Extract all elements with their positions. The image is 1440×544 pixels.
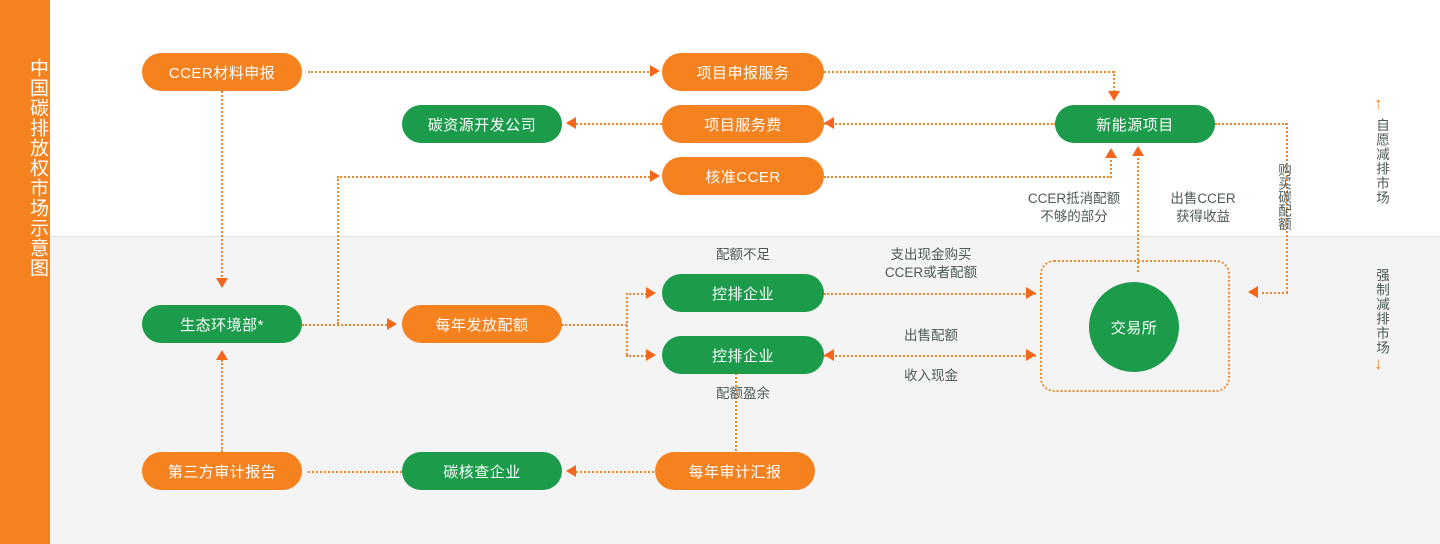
connector-approve-ccer-to-new-energy-v (1110, 160, 1112, 178)
arrowhead-ce1 (646, 287, 656, 299)
label-sell-quota: 出售配额 (904, 328, 958, 343)
arrowhead-ce2 (646, 349, 656, 361)
diagram-title: 中国碳排放权市场示意图 (27, 58, 48, 278)
arrowhead-approve-ccer (650, 170, 660, 182)
node-annual-audit-report[interactable]: 每年审计汇报 (655, 452, 815, 490)
arrowhead-ministry-bottom (216, 350, 228, 360)
arrowhead-verification (566, 465, 576, 477)
arrowhead-service-fee (824, 117, 834, 129)
node-controlled-enterprise-2[interactable]: 控排企业 (662, 336, 824, 374)
arrowhead-new-energy-top (1108, 91, 1120, 101)
node-ccer-material[interactable]: CCER材料申报 (142, 53, 302, 91)
label-buy-carbon-quota: 购买碳配额 (1276, 163, 1291, 231)
node-project-service-fee[interactable]: 项目服务费 (662, 105, 824, 143)
label-pay-cash-buy: 支出现金购买 CCER或者配额 (884, 247, 978, 280)
title-rail: 中国碳排放权市场示意图 (0, 0, 50, 544)
connector-audit-to-ce2 (735, 373, 737, 455)
node-exchange[interactable]: 交易所 (1089, 282, 1179, 372)
arrowhead-ce2-left (824, 349, 834, 361)
arrowhead-new-energy-left-bottom (1105, 148, 1117, 158)
connector-ministry-to-approve-ccer-h (337, 176, 653, 178)
label-sell-ccer-income: 出售CCER 获得收益 (1170, 191, 1236, 224)
connector-quota-to-ce1 (626, 293, 650, 295)
connector-new-energy-right-h (1215, 123, 1287, 125)
connector-service-fee-to-carbon-dev (576, 123, 662, 125)
node-new-energy-project[interactable]: 新能源项目 (1055, 105, 1215, 143)
connector-new-energy-to-service-fee (824, 123, 1056, 125)
arrowhead-exchange-in-2 (1026, 349, 1036, 361)
label-ccer-offset-shortfall: CCER抵消配额 不够的部分 (1027, 191, 1121, 224)
connector-ministry-to-quota (302, 324, 390, 326)
label-voluntary-market: 自愿减排市场 (1374, 118, 1389, 205)
connector-ministry-to-approve-ccer-v (337, 176, 339, 324)
arrowhead-carbon-dev (566, 117, 576, 129)
label-cash-income: 收入现金 (904, 368, 958, 383)
voluntary-market-arrow-icon: ↑ (1374, 94, 1383, 113)
node-third-party-audit-report[interactable]: 第三方审计报告 (142, 452, 302, 490)
connector-approve-ccer-to-new-energy-h (824, 176, 1112, 178)
connector-declare-service-to-new-energy-v (1113, 71, 1115, 95)
connector-quota-branch-v (626, 293, 628, 355)
arrowhead-declare-service (650, 65, 660, 77)
connector-quota-to-ce2 (626, 355, 650, 357)
connector-ccer-to-declare-service (308, 71, 653, 73)
node-approve-ccer[interactable]: 核准CCER (662, 157, 824, 195)
connector-ccer-to-ministry (221, 91, 223, 281)
connector-audit-to-verification (576, 471, 658, 473)
node-controlled-enterprise-1[interactable]: 控排企业 (662, 274, 824, 312)
mandatory-market-arrow-icon: ↓ (1374, 354, 1383, 373)
label-quota-surplus: 配额盈余 (716, 386, 770, 401)
node-project-declare-service[interactable]: 项目申报服务 (662, 53, 824, 91)
connector-exchange-to-new-energy (1137, 158, 1139, 272)
connector-verification-to-third-party (308, 471, 402, 473)
connector-declare-service-to-new-energy-h (824, 71, 1114, 73)
node-ministry-env[interactable]: 生态环境部* (142, 305, 302, 343)
connector-ce2-exchange (824, 355, 1036, 357)
node-carbon-dev-company[interactable]: 碳资源开发公司 (402, 105, 562, 143)
node-annual-quota[interactable]: 每年发放配额 (402, 305, 562, 343)
connector-quota-branch-h (562, 324, 627, 326)
arrowhead-buy-quota (1248, 286, 1258, 298)
exchange-boundary (1040, 260, 1230, 392)
arrowhead-annual-quota (387, 318, 397, 330)
label-mandatory-market: 强制减排市场 (1374, 268, 1389, 355)
connector-third-party-to-ministry (221, 360, 223, 452)
connector-buy-quota-v (1286, 123, 1288, 293)
connector-ce1-to-exchange (824, 293, 1036, 295)
arrowhead-exchange-in (1026, 287, 1036, 299)
arrowhead-ministry-top (216, 278, 228, 288)
node-carbon-verification-company[interactable]: 碳核查企业 (402, 452, 562, 490)
label-quota-shortage: 配额不足 (716, 247, 770, 262)
arrowhead-new-energy-right-bottom (1132, 146, 1144, 156)
connector-buy-quota-h (1262, 292, 1288, 294)
